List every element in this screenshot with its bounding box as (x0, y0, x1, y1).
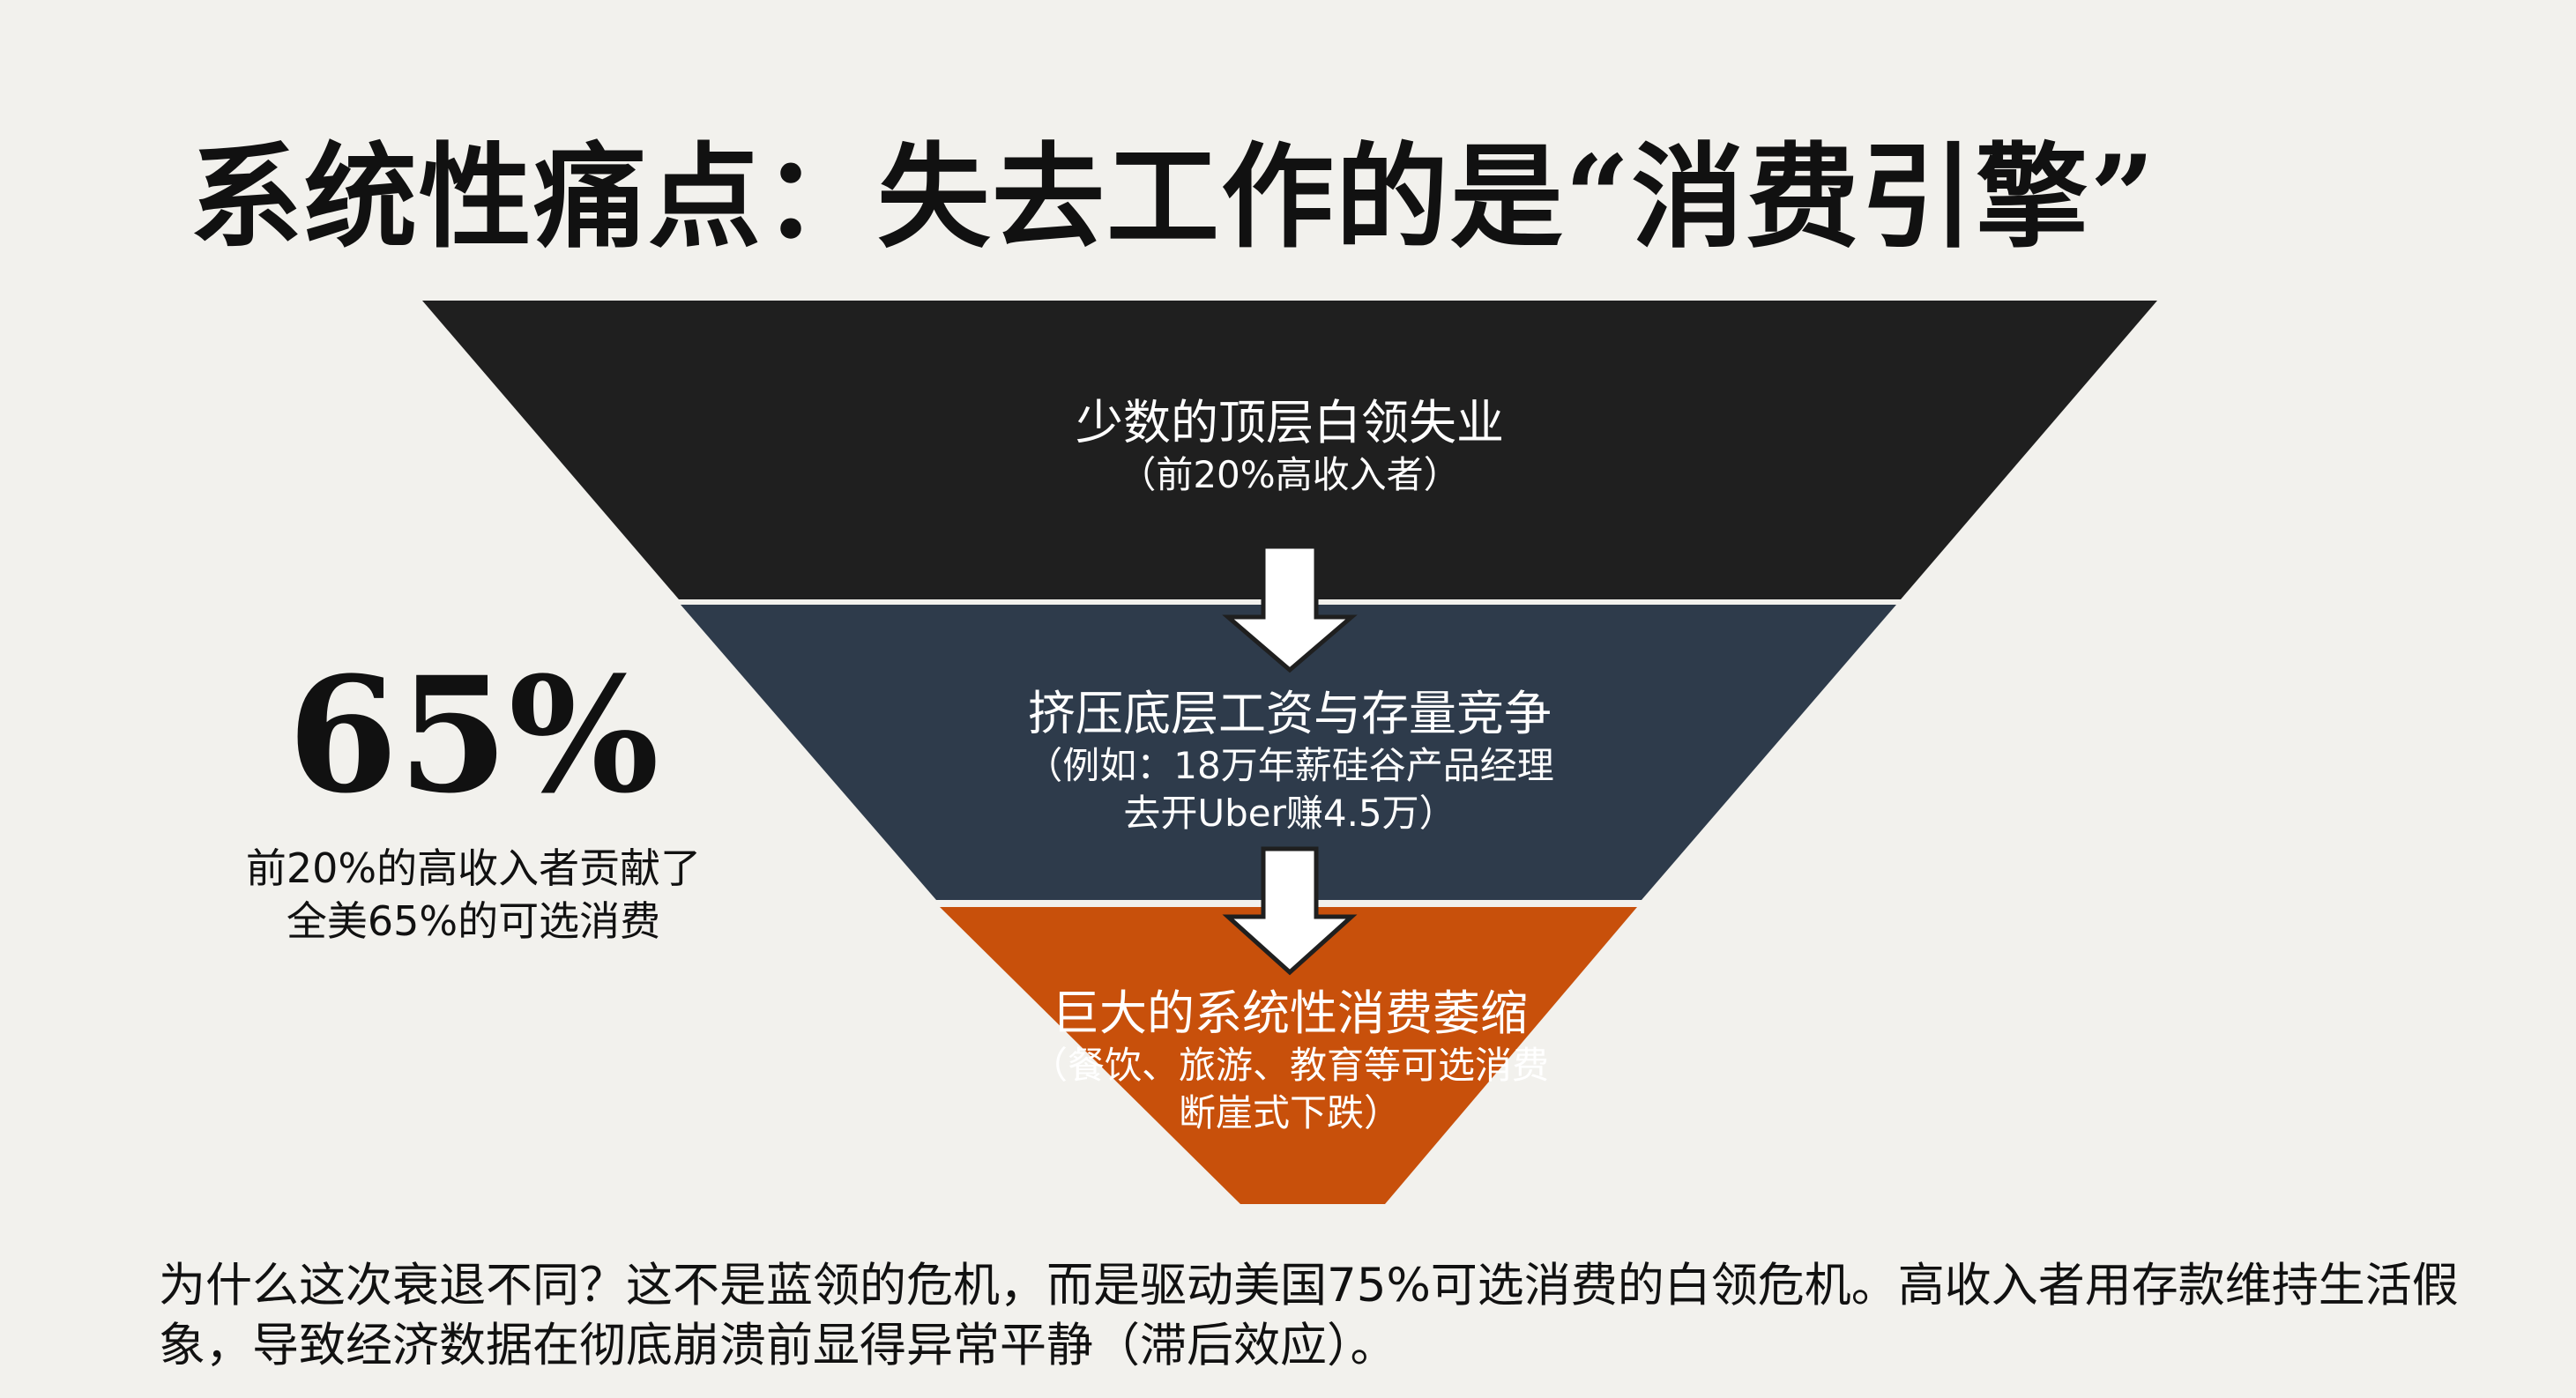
tier-subtext: 去开Uber赚4.5万） (1123, 792, 1456, 835)
stat-caption-line: 前20%的高收入者贡献了 (245, 844, 702, 892)
funnel-tier-bottom (940, 907, 1637, 1204)
down-arrow-icon (1222, 544, 1358, 673)
funnel-tier-top (422, 301, 2157, 599)
stat-caption: 前20%的高收入者贡献了 全美65%的可选消费 (209, 842, 738, 948)
down-arrow-icon (1222, 846, 1358, 976)
summary-paragraph: 为什么这次衰退不同？这不是蓝领的危机，而是驱动美国75%可选消费的白领危机。高收… (159, 1259, 2459, 1372)
tier-heading: 巨大的系统性消费萎缩 (1052, 985, 1528, 1041)
funnel-tier-middle (681, 605, 1896, 900)
stat-caption-line: 全美65%的可选消费 (286, 897, 661, 945)
funnel-top-text: 少数的顶层白领失业 （前20%高收入者） (937, 395, 1642, 499)
stat-value: 65% (287, 643, 659, 829)
tier-subtext: 断崖式下跌） (1178, 1091, 1401, 1134)
slide-title: 系统性痛点：失去工作的是“消费引擎” (190, 131, 2157, 264)
tier-subtext: （例如：18万年薪硅谷产品经理 (1025, 744, 1554, 787)
tier-heading: 挤压底层工资与存量竞争 (1028, 686, 1552, 741)
funnel-bottom-text: 巨大的系统性消费萎缩 （餐饮、旅游、教育等可选消费 断崖式下跌） (937, 985, 1642, 1137)
tier-heading: 少数的顶层白领失业 (1076, 395, 1504, 450)
tier-subtext: （前20%高收入者） (1119, 453, 1461, 496)
funnel-middle-text: 挤压底层工资与存量竞争 （例如：18万年薪硅谷产品经理 去开Uber赚4.5万） (937, 686, 1642, 837)
tier-subtext: （餐饮、旅游、教育等可选消费 (1030, 1044, 1549, 1087)
